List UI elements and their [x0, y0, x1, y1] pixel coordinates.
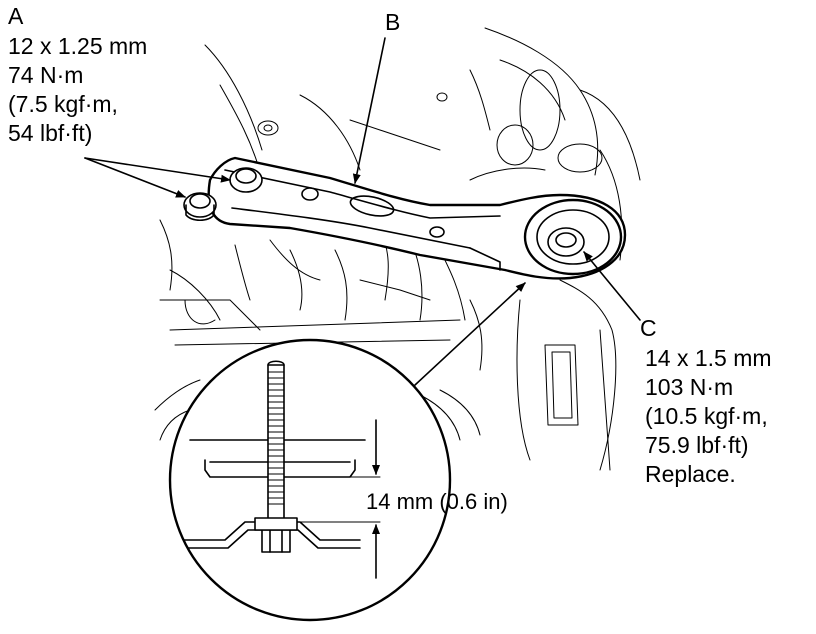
bolt-a-lower — [183, 192, 217, 222]
callout-c-line-4: 75.9 lbf·ft) — [645, 432, 749, 458]
detail-dimension-label: 14 mm (0.6 in) — [366, 489, 508, 514]
callout-c-label: C 14 x 1.5 mm 103 N·m (10.5 kgf·m, 75.9 … — [640, 315, 772, 487]
callout-c-line-2: 103 N·m — [645, 374, 733, 400]
callout-c-line-3: (10.5 kgf·m, — [645, 403, 768, 429]
callout-b-letter: B — [385, 9, 400, 35]
callout-a-line-4: 54 lbf·ft) — [8, 120, 92, 146]
callout-a-line-2: 74 N·m — [8, 62, 83, 88]
callout-c-letter: C — [640, 315, 657, 341]
callout-a-label: A 12 x 1.25 mm 74 N·m (7.5 kgf·m, 54 lbf… — [8, 3, 147, 146]
leader-lines — [84, 37, 641, 386]
control-arm — [183, 156, 627, 280]
callout-c-line-5: Replace. — [645, 461, 736, 487]
callout-c-line-1: 14 x 1.5 mm — [645, 345, 772, 371]
bolt-a-upper — [229, 167, 263, 193]
callout-a-line-1: 12 x 1.25 mm — [8, 33, 147, 59]
callout-a-letter: A — [8, 3, 24, 29]
chassis-background — [154, 27, 641, 471]
stud-threads — [267, 371, 285, 505]
detail-view — [168, 338, 452, 622]
callout-a-line-3: (7.5 kgf·m, — [8, 91, 118, 117]
